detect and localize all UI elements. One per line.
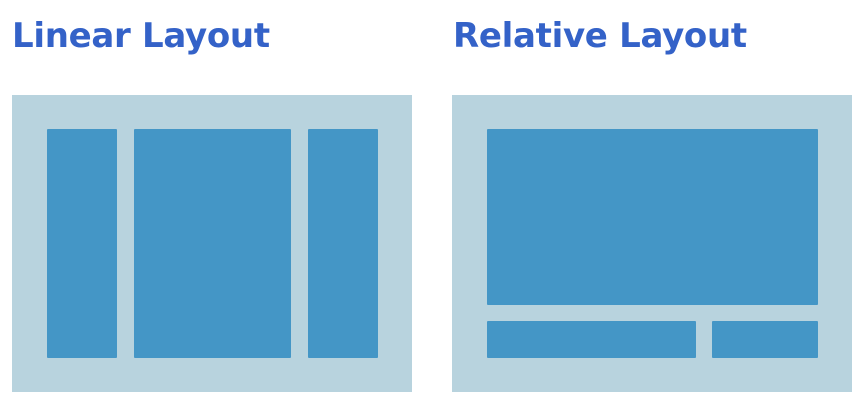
- relative-layout-title: Relative Layout: [453, 16, 747, 56]
- linear-layout-diagram: [12, 95, 412, 392]
- relative-layout-diagram: [452, 95, 852, 392]
- linear-center-column: [134, 129, 291, 358]
- linear-layout-title: Linear Layout: [12, 16, 270, 56]
- relative-bottom-left-block: [487, 321, 696, 358]
- linear-right-column: [308, 129, 378, 358]
- relative-bottom-right-block: [712, 321, 818, 358]
- linear-left-column: [47, 129, 117, 358]
- relative-top-block: [487, 129, 818, 305]
